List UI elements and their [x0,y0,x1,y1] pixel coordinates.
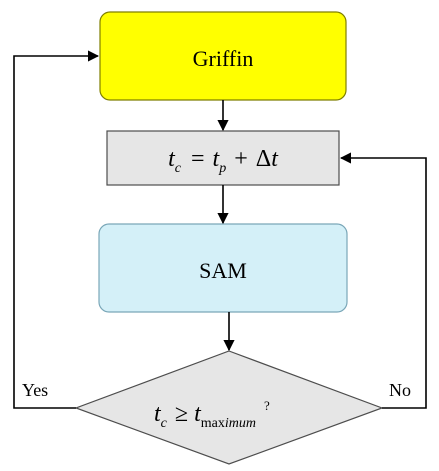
time-update-box [106,130,340,186]
decision-diamond [74,350,384,465]
griffin-label: Griffin [193,46,254,71]
decision-question-mark: ? [264,398,270,413]
arrow-yes-loop [13,50,100,409]
yes-label: Yes [22,380,48,400]
decision-condition: tc≥tmaximum [154,401,256,431]
no-label: No [389,380,411,400]
time-update-equation: tc=tp+Δt [168,146,279,176]
arrow-no-loop [339,152,427,409]
sam-label: SAM [199,258,247,283]
